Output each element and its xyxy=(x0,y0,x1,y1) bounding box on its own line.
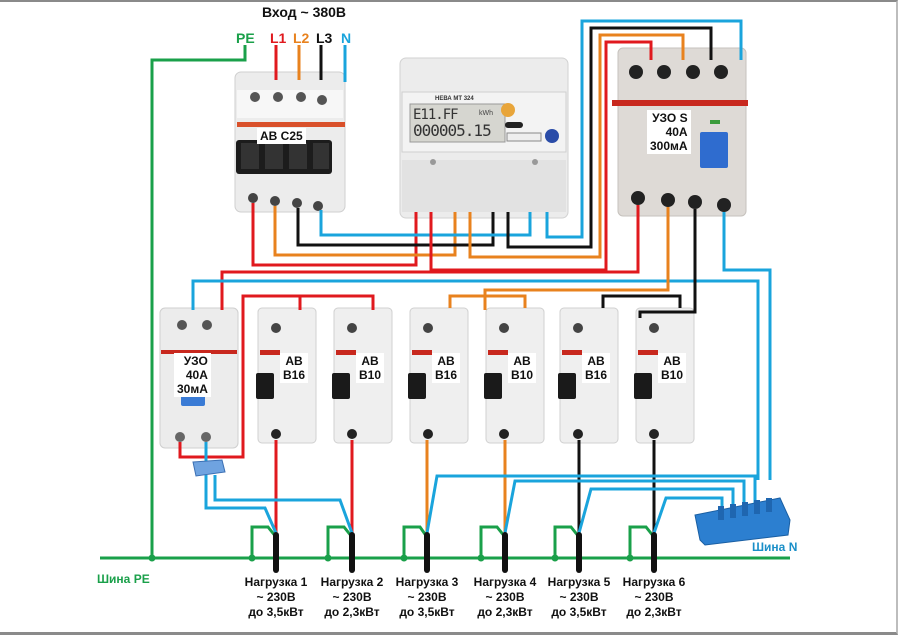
load-voltage: ~ 230В xyxy=(559,590,599,604)
load-cables xyxy=(273,532,657,573)
wire-l3-bridge xyxy=(601,294,682,308)
load-voltage: ~ 230В xyxy=(332,590,372,604)
meter-display-line1: E11.FF xyxy=(413,107,459,123)
load-name: Нагрузка 1 xyxy=(244,575,308,589)
breaker-type: АВ xyxy=(437,354,455,368)
wire-l1-breaker-meter xyxy=(251,203,418,267)
input-label-pe: PE xyxy=(236,30,255,46)
wire-l1-rcd-out xyxy=(220,205,640,310)
load-name: Нагрузка 6 xyxy=(622,575,686,589)
wire-l1-bridge xyxy=(243,294,302,310)
group-rcd-current: 40A xyxy=(185,368,208,382)
load-name: Нагрузка 5 xyxy=(547,575,611,589)
load-voltage: ~ 230В xyxy=(485,590,525,604)
n-terminal-small xyxy=(192,459,226,477)
input-label-l1: L1 xyxy=(270,30,287,46)
load-voltage: ~ 230В xyxy=(634,590,674,604)
wire-l3-breaker-meter xyxy=(296,208,495,247)
wire-n-main-n xyxy=(722,212,772,480)
main-rcd-label: УЗО S 40A 300мА xyxy=(647,110,691,154)
load-power: до 3,5кВт xyxy=(399,605,455,619)
breaker-rating: В16 xyxy=(585,368,608,382)
input-label-n: N xyxy=(341,30,352,46)
load-power: до 2,3кВт xyxy=(324,605,380,619)
wire-n-load3 xyxy=(425,474,757,534)
wire-pe-load4 xyxy=(479,525,507,558)
n-bus-bar xyxy=(694,497,791,546)
bus-pe-label: Шина PE xyxy=(97,572,150,586)
main-rcd-type: УЗО S xyxy=(652,111,688,125)
group-rcd-leakage: 30мА xyxy=(177,382,208,396)
wire-pe-load5 xyxy=(553,525,581,558)
breaker-rating: В16 xyxy=(283,368,306,382)
wire-l1-meter-rcd xyxy=(429,40,653,272)
wire-n-load2 xyxy=(213,475,354,534)
group-rcd-label: УЗО 40A 30мА xyxy=(174,353,211,397)
breaker-type: АВ xyxy=(513,354,531,368)
load-voltage: ~ 230В xyxy=(256,590,296,604)
breaker-type: АВ xyxy=(587,354,605,368)
input-label-l3: L3 xyxy=(316,30,333,46)
wire-n-load4 xyxy=(503,479,746,534)
breaker-type: АВ xyxy=(285,354,303,368)
main-breaker-label: АВ С25 xyxy=(257,128,306,144)
pe-junctions xyxy=(148,554,634,562)
wire-l3-rcd-out xyxy=(638,209,697,318)
breaker-row xyxy=(256,307,695,444)
load-name: Нагрузка 2 xyxy=(320,575,384,589)
wire-l2-rcd-out xyxy=(483,207,670,310)
breaker-rating: В10 xyxy=(359,368,382,382)
wire-n-load1 xyxy=(204,475,278,534)
load-power: до 3,5кВт xyxy=(551,605,607,619)
load-power: до 2,3кВт xyxy=(477,605,533,619)
load-name: Нагрузка 3 xyxy=(395,575,459,589)
load-voltage: ~ 230В xyxy=(407,590,447,604)
wire-l1-group xyxy=(178,294,375,459)
load-power: до 3,5кВт xyxy=(248,605,304,619)
meter-model: НЕВА МТ 324 xyxy=(435,96,474,102)
breaker-rating: В10 xyxy=(511,368,534,382)
meter-display-line2: 000005.15 xyxy=(413,121,492,140)
wire-n-meter-rcd xyxy=(545,19,743,239)
diagram-title: Вход ~ 380В xyxy=(262,4,347,20)
wire-n-rcd-out xyxy=(191,279,760,480)
input-label-l2: L2 xyxy=(293,30,310,46)
meter-unit: kWh xyxy=(479,110,493,117)
wire-pe-load2 xyxy=(326,525,354,558)
wire-l2-meter-rcd xyxy=(468,33,685,259)
wire-n-breaker-meter xyxy=(319,210,532,237)
breaker-rating: В16 xyxy=(435,368,458,382)
wire-pe-load1 xyxy=(250,525,278,558)
main-rcd-current: 40A xyxy=(665,125,688,139)
wire-pe-load3 xyxy=(402,525,429,558)
main-rcd-leakage: 300мА xyxy=(650,139,688,153)
wire-l2-bridge xyxy=(448,294,527,308)
bus-n-label: Шина N xyxy=(752,540,798,554)
wire-pe-load6 xyxy=(628,525,656,558)
breaker-rating: В10 xyxy=(661,368,684,382)
load-name: Нагрузка 4 xyxy=(473,575,537,589)
wire-pe xyxy=(150,45,247,558)
breaker-type: АВ xyxy=(361,354,379,368)
energy-meter xyxy=(399,57,569,219)
group-rcd-type: УЗО xyxy=(183,354,208,368)
load-power: до 2,3кВт xyxy=(626,605,682,619)
wire-l3-meter-rcd xyxy=(506,26,713,249)
breaker-type: АВ xyxy=(663,354,681,368)
